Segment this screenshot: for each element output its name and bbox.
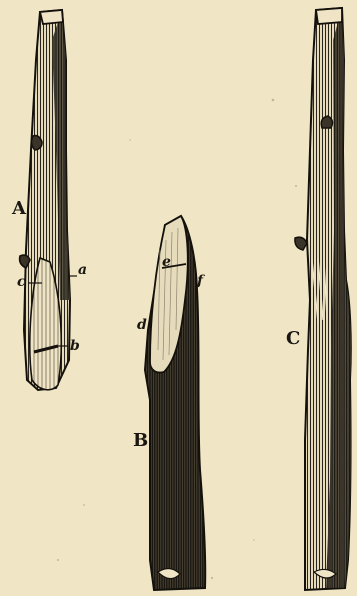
label-b: B [133, 432, 148, 450]
label-c-small: c [17, 275, 26, 289]
scion-a [20, 10, 77, 390]
scion-a-top-cut [40, 10, 63, 24]
label-b-small: b [70, 339, 80, 353]
scion-a-bud-upper [31, 136, 42, 150]
label-e-small: e [162, 255, 171, 269]
stem-c-bud-upper [321, 116, 332, 128]
label-a: A [12, 200, 26, 218]
stem-c-bud-lower [295, 237, 307, 250]
label-c: C [286, 330, 300, 348]
label-f-small: f [197, 274, 203, 288]
stem-c [295, 8, 351, 590]
label-d-small: d [137, 318, 147, 332]
stem-c-top-cut [316, 8, 342, 24]
label-a-small: a [78, 263, 87, 277]
